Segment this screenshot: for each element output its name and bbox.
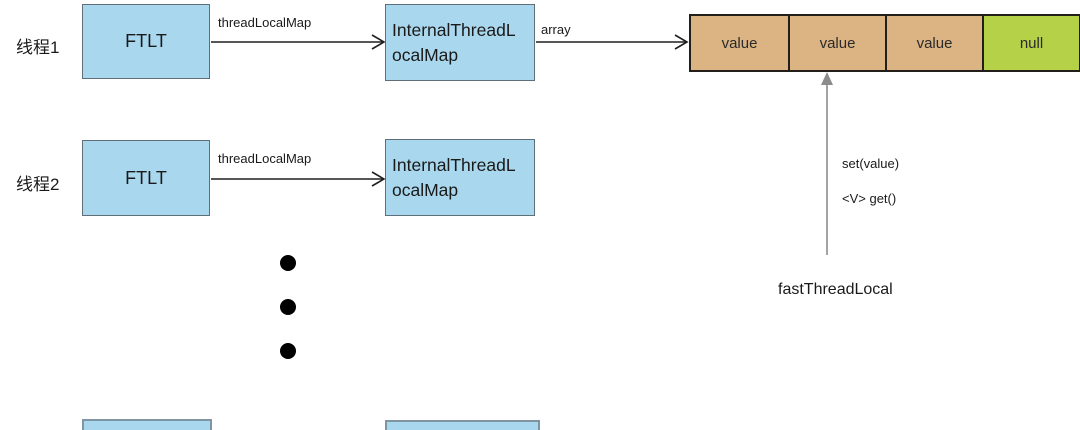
array-cell-value-2: value	[885, 16, 982, 70]
arrow-threadlocalmap-2	[211, 171, 386, 187]
fast-thread-local-label: fastThreadLocal	[778, 281, 893, 298]
arrow-threadlocalmap-1	[211, 34, 386, 50]
internal-threadlocalmap-box-1: InternalThreadLocalMap	[385, 4, 535, 81]
get-method-label: <V> get()	[842, 191, 897, 206]
thread-1-label: 线程1	[16, 38, 60, 57]
ellipsis-dot-1	[280, 255, 296, 271]
set-method-label: set(value)	[842, 156, 900, 171]
ellipsis-dot-2	[280, 299, 296, 315]
threadlocalmap-edge-label-2: threadLocalMap	[218, 151, 312, 166]
ftlt-box-2-label: FTLT	[125, 167, 167, 188]
ftlt-box-1-label: FTLT	[125, 31, 167, 51]
array-cell-value-0: value	[691, 16, 788, 70]
ftlt-box-1: FTLT	[82, 4, 210, 79]
internal-threadlocalmap-box-1-label: InternalThreadLocalMap	[392, 19, 516, 65]
internal-threadlocalmap-box-2: InternalThreadLocalMap	[385, 139, 535, 216]
threadlocalmap-edge-label-1: threadLocalMap	[218, 15, 312, 30]
slot-array: value value value null	[689, 14, 1080, 72]
internal-threadlocalmap-box-partial	[385, 420, 540, 430]
ftlt-box-2: FTLT	[82, 140, 210, 216]
thread-2-label: 线程2	[16, 175, 60, 194]
array-cell-null: null	[982, 16, 1079, 70]
arrow-fast-thread-local	[821, 72, 833, 255]
array-cell-value-1: value	[788, 16, 885, 70]
arrow-array	[536, 34, 689, 50]
ellipsis-dot-3	[280, 343, 296, 359]
ftlt-box-partial	[82, 419, 212, 430]
internal-threadlocalmap-box-2-label: InternalThreadLocalMap	[392, 154, 516, 200]
array-edge-label: array	[541, 22, 571, 37]
